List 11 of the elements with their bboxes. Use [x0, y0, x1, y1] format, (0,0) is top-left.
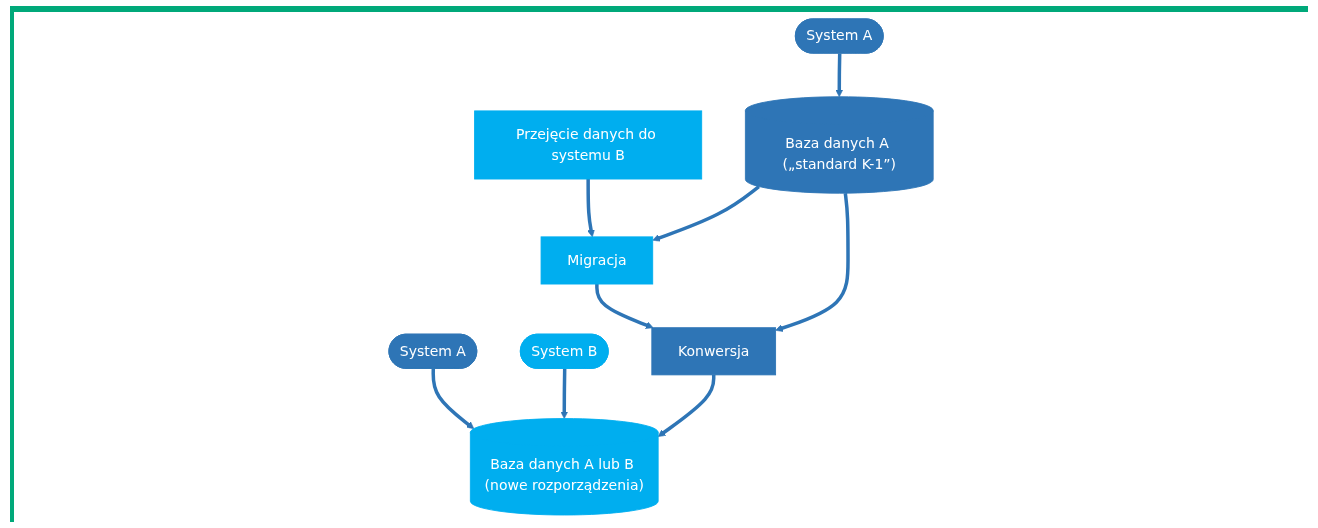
node-box: Przejęcie danych do systemu B [474, 110, 703, 180]
arrow [586, 179, 595, 238]
arrow [560, 368, 568, 419]
arrow [775, 192, 850, 332]
arrow [657, 374, 716, 437]
node-box: Migracja [540, 236, 654, 285]
node-box: Konwersja [651, 327, 776, 376]
arrow [835, 53, 844, 98]
arrow [652, 185, 760, 242]
arrow [431, 368, 475, 429]
arrow [595, 284, 654, 329]
